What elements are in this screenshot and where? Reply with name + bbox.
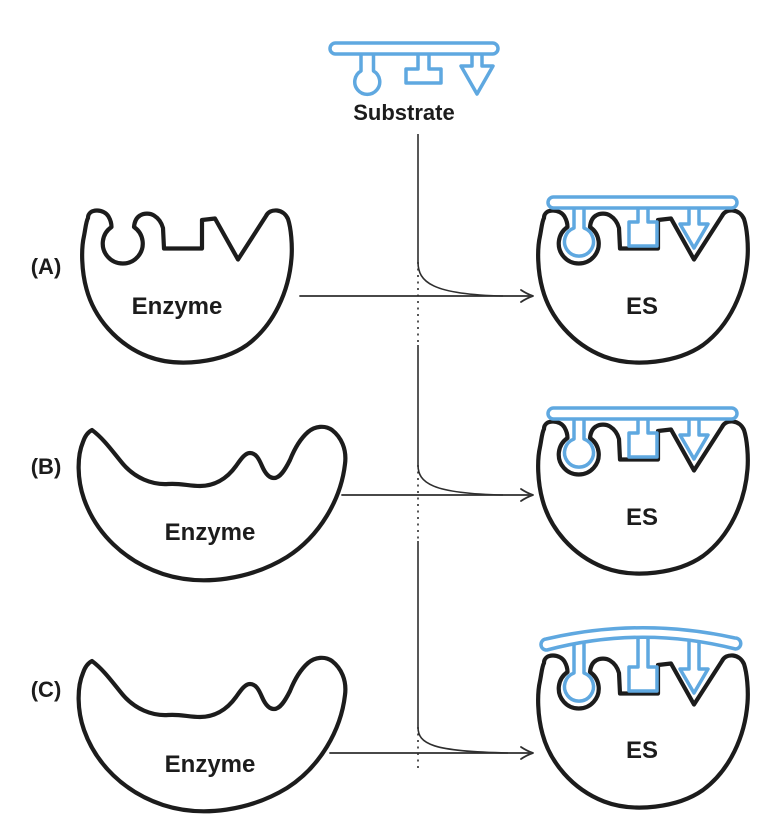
enzyme-b-label: Enzyme xyxy=(164,519,256,546)
arrowhead-b xyxy=(520,488,534,502)
reaction-arrow-a xyxy=(299,289,534,303)
enzyme-c-label: Enzyme xyxy=(164,751,256,778)
enzyme-c-shape xyxy=(79,658,346,811)
enzyme-a-label: Enzyme xyxy=(131,293,223,320)
branch-curve-a xyxy=(417,261,504,297)
substrate-ball-pendant xyxy=(353,48,382,96)
enzyme-b-shape xyxy=(79,427,346,580)
es-c-curved-bar xyxy=(539,626,743,652)
panel-label-b: (B) xyxy=(30,454,62,479)
reaction-arrow-b xyxy=(341,488,534,502)
arrowhead-a xyxy=(520,289,534,303)
substrate-arrow-pendant xyxy=(459,48,495,96)
es-c-label: ES xyxy=(625,737,659,764)
branch-curve-b xyxy=(417,464,504,496)
panel-label-a: (A) xyxy=(30,254,62,279)
panel-label-c: (C) xyxy=(30,677,62,702)
es-c-ball-pendant xyxy=(562,639,596,703)
reaction-arrow-c xyxy=(329,746,534,760)
substrate-label: Substrate xyxy=(353,100,455,125)
es-complex-a xyxy=(538,195,748,363)
es-c-square-pendant xyxy=(627,628,659,693)
es-complex-c xyxy=(538,626,748,808)
es-c-arrow-pendant xyxy=(678,633,710,695)
enzyme-a-shape xyxy=(82,210,292,362)
es-b-label: ES xyxy=(625,504,659,531)
arrowhead-c xyxy=(520,746,534,760)
es-complex-b xyxy=(538,406,748,574)
substrate-molecule xyxy=(328,41,500,96)
es-a-label: ES xyxy=(625,293,659,320)
substrate-bar xyxy=(328,41,500,56)
branch-curve-c xyxy=(417,726,509,754)
substrate-square-pendant xyxy=(404,48,443,85)
